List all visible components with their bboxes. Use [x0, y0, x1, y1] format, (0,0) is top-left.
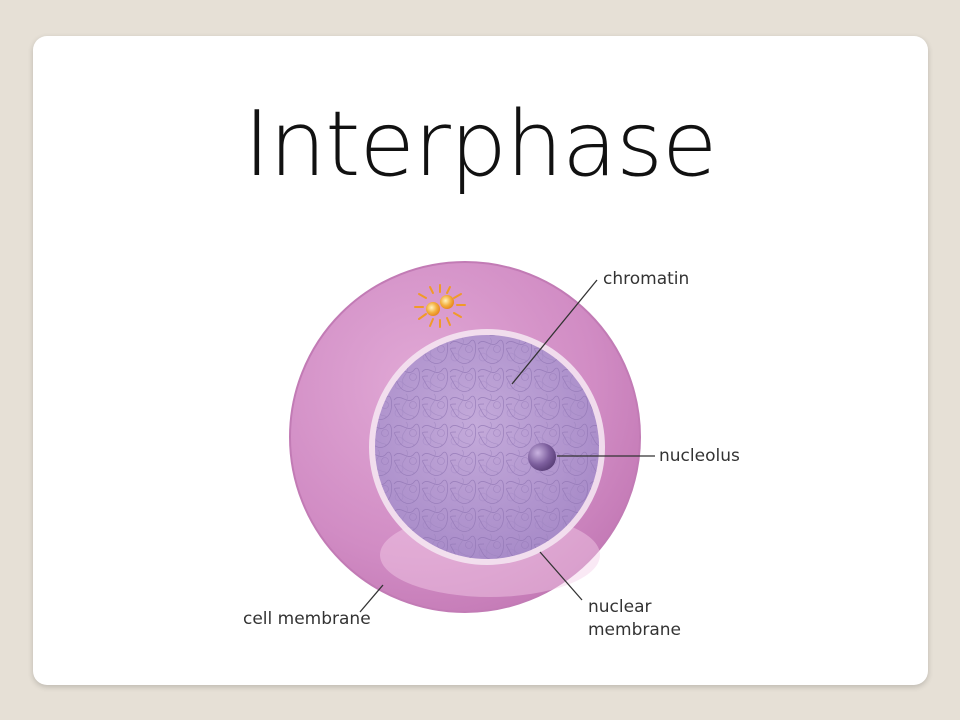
cell-membrane-label: cell membrane: [243, 609, 371, 629]
centriole-2: [440, 295, 454, 309]
centriole-1: [426, 302, 440, 316]
chromatin-texture: [375, 335, 599, 559]
centrioles: [414, 284, 466, 328]
cell-membrane-leader: [359, 584, 384, 613]
nucleolus-shape: [528, 443, 556, 471]
nuclear-membrane-label-line1: nuclear: [588, 597, 651, 617]
leader-lines: [359, 279, 655, 613]
chromatin-label: chromatin: [603, 269, 689, 289]
nucleolus-label: nucleolus: [659, 446, 740, 466]
chromatin-leader: [511, 279, 598, 385]
nucleus: [369, 329, 605, 565]
slide-title: Interphase: [243, 92, 718, 197]
nuclear-membrane-label-line2: membrane: [588, 620, 681, 640]
nuclear-membrane-leader: [539, 551, 583, 601]
